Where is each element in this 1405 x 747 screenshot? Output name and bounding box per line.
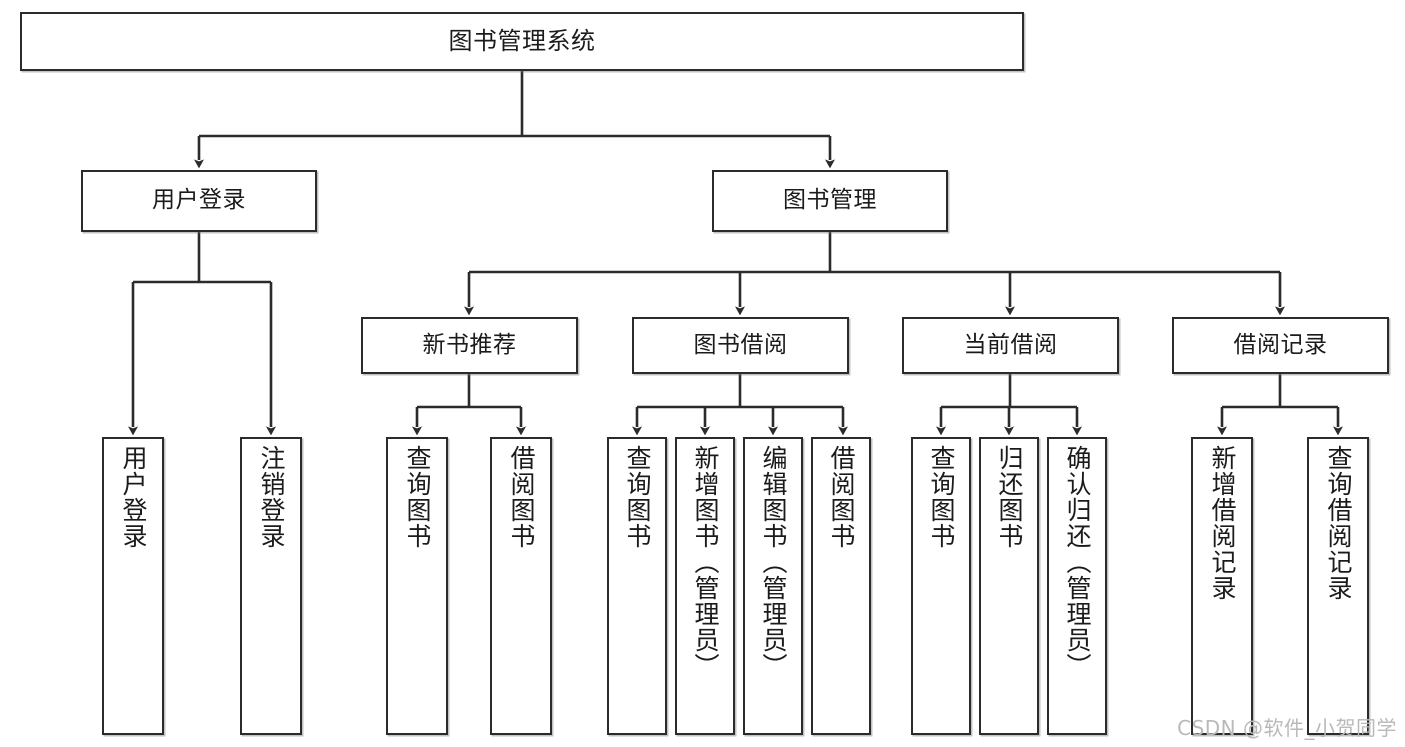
leaf-label: 编辑图书（管理员）	[759, 445, 788, 679]
leaf-user-login-signout[interactable]: 注销登录	[240, 437, 302, 735]
leaf-label: 查询图书	[403, 445, 432, 549]
node-borrow-record[interactable]: 借阅记录	[1172, 317, 1389, 374]
leaf-label: 确认归还（管理员）	[1063, 445, 1092, 679]
leaf-label: 借阅图书	[507, 445, 536, 549]
leaf-label: 查询借阅记录	[1324, 445, 1353, 601]
leaf-label: 查询图书	[927, 445, 956, 549]
leaf-new-book-borrow[interactable]: 借阅图书	[490, 437, 552, 735]
leaf-current-confirm-return[interactable]: 确认归还（管理员）	[1047, 437, 1107, 735]
leaf-new-book-query[interactable]: 查询图书	[386, 437, 448, 735]
leaf-record-query[interactable]: 查询借阅记录	[1307, 437, 1369, 735]
node-root-system[interactable]: 图书管理系统	[20, 12, 1024, 71]
leaf-borrow-edit-book[interactable]: 编辑图书（管理员）	[743, 437, 803, 735]
leaf-label: 查询图书	[623, 445, 652, 549]
leaf-label: 新增图书（管理员）	[691, 445, 720, 679]
leaf-user-login-signin[interactable]: 用户登录	[102, 437, 164, 735]
node-book-borrow[interactable]: 图书借阅	[632, 317, 849, 374]
leaf-borrow-borrow-book[interactable]: 借阅图书	[811, 437, 871, 735]
csdn-watermark: CSDN @软件_小贺同学	[1177, 716, 1397, 740]
node-current-borrow[interactable]: 当前借阅	[902, 317, 1119, 374]
leaf-current-return-book[interactable]: 归还图书	[979, 437, 1039, 735]
node-book-management[interactable]: 图书管理	[712, 170, 948, 232]
leaf-label: 借阅图书	[827, 445, 856, 549]
leaf-current-query-book[interactable]: 查询图书	[911, 437, 971, 735]
leaf-label: 用户登录	[119, 445, 148, 549]
node-new-book-recommend[interactable]: 新书推荐	[361, 317, 578, 374]
leaf-label: 注销登录	[257, 445, 286, 549]
leaf-label: 新增借阅记录	[1208, 445, 1237, 601]
leaf-record-add[interactable]: 新增借阅记录	[1191, 437, 1253, 735]
leaf-borrow-add-book[interactable]: 新增图书（管理员）	[675, 437, 735, 735]
leaf-borrow-query-book[interactable]: 查询图书	[607, 437, 667, 735]
leaf-label: 归还图书	[995, 445, 1024, 549]
node-user-login[interactable]: 用户登录	[81, 170, 317, 232]
